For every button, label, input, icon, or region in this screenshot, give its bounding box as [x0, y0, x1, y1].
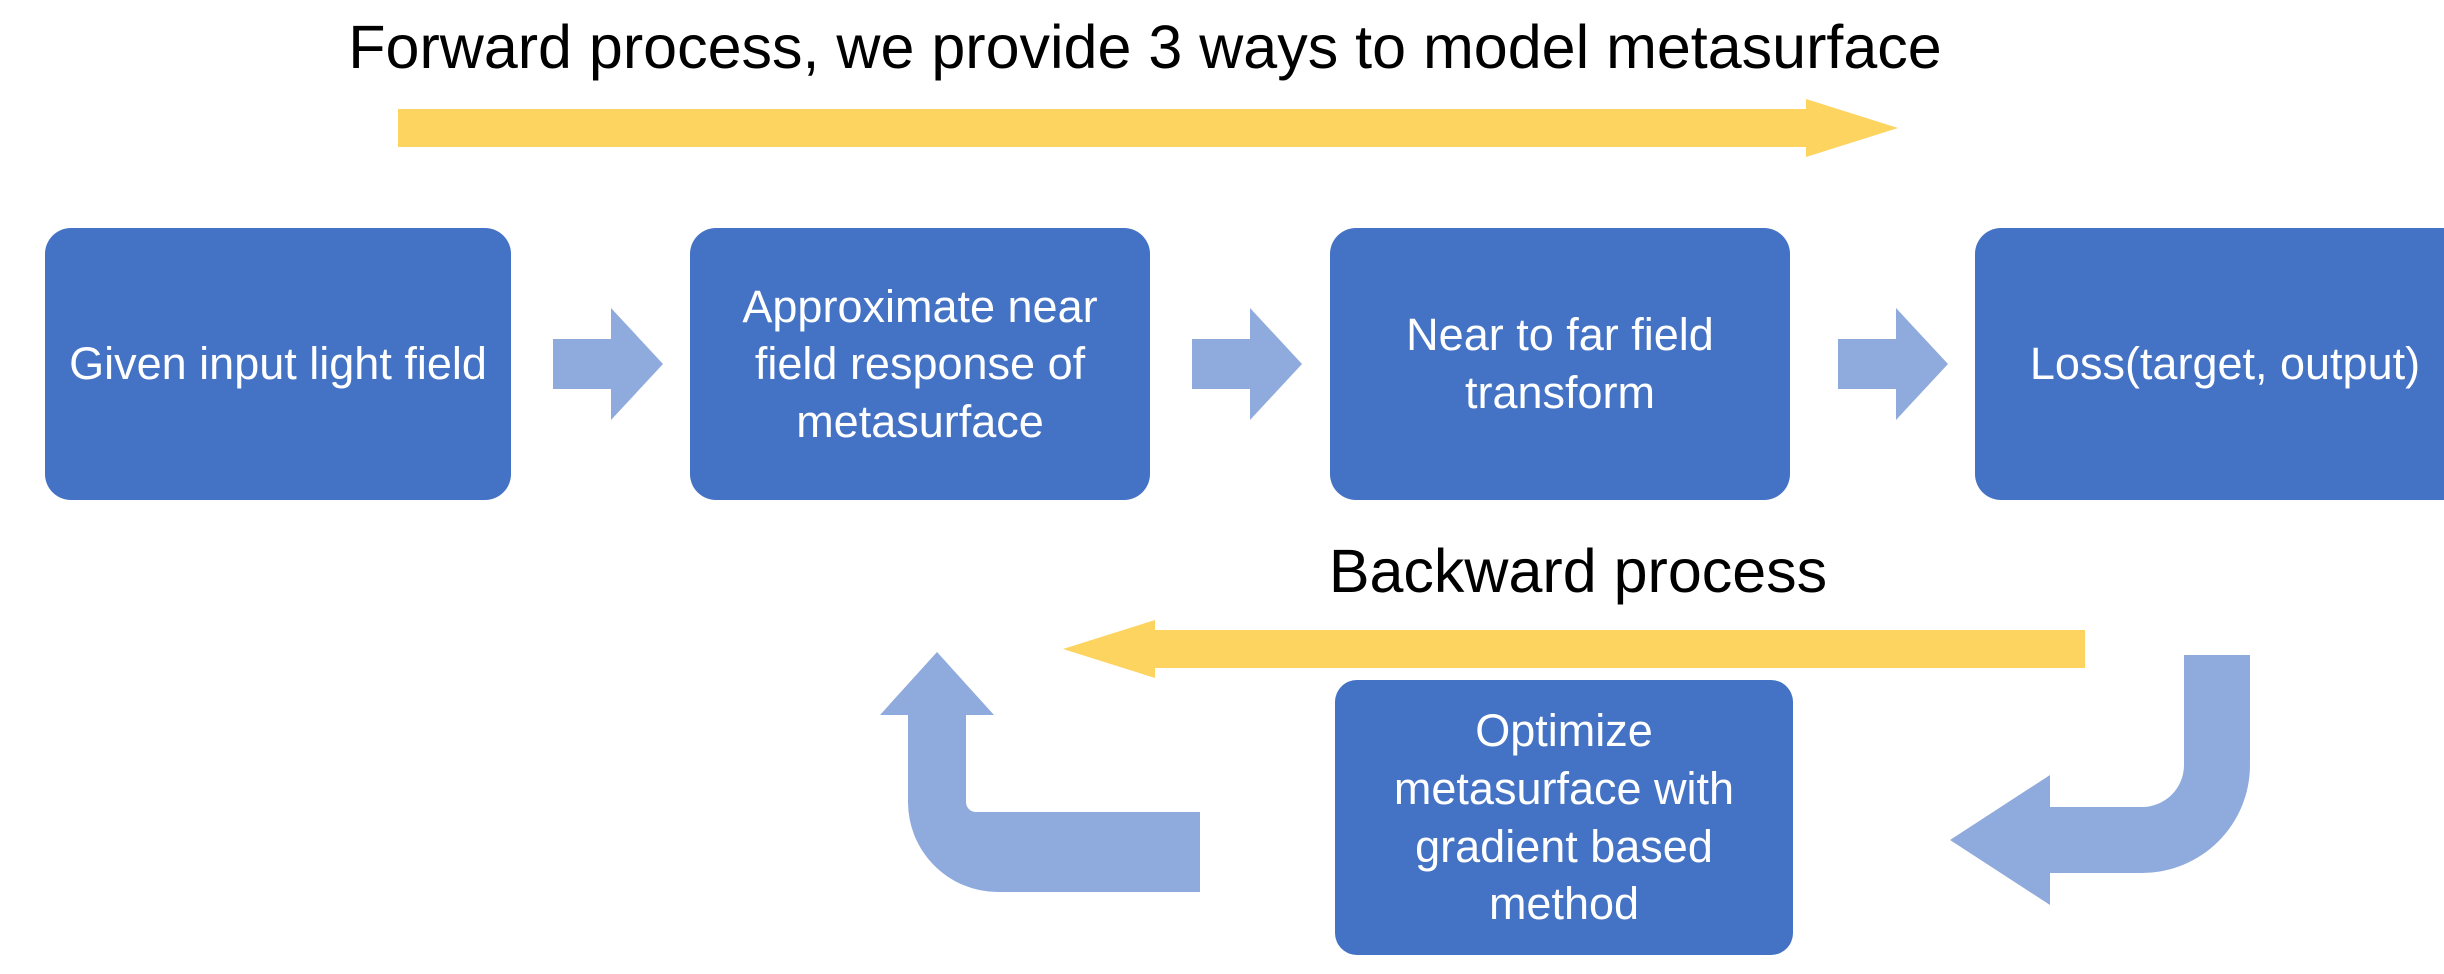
process-box-label: Near to far field transform — [1406, 309, 1714, 418]
process-box-label: Given input light field — [69, 338, 487, 390]
process-box-optimize-metasurface[interactable]: Optimize metasurface with gradient based… — [1335, 680, 1793, 955]
forward-process-arrow — [398, 99, 1898, 157]
forward-process-title: Forward process, we provide 3 ways to mo… — [348, 13, 1942, 81]
process-box-loss-target-output[interactable]: Loss(target, output) — [1975, 228, 2444, 500]
backward-process-arrow — [1063, 620, 2085, 678]
process-box-given-input-light-field[interactable]: Given input light field — [45, 228, 511, 500]
chevron-right-arrow-icon — [1838, 308, 1948, 420]
process-box-label: Loss(target, output) — [2029, 338, 2421, 390]
process-box-approximate-near-field-response[interactable]: Approximate near field response of metas… — [690, 228, 1150, 500]
bent-arrow-left-up-icon — [880, 652, 1200, 892]
bent-arrow-down-left-icon — [1950, 655, 2250, 905]
process-box-label: Approximate near field response of metas… — [742, 280, 1098, 447]
backward-process-title: Backward process — [1328, 537, 1828, 605]
process-box-label: Optimize metasurface with gradient based… — [1393, 705, 1735, 930]
chevron-right-arrow-icon — [1192, 308, 1302, 420]
chevron-right-arrow-icon — [553, 308, 663, 420]
process-box-near-to-far-field-transform[interactable]: Near to far field transform — [1330, 228, 1790, 500]
